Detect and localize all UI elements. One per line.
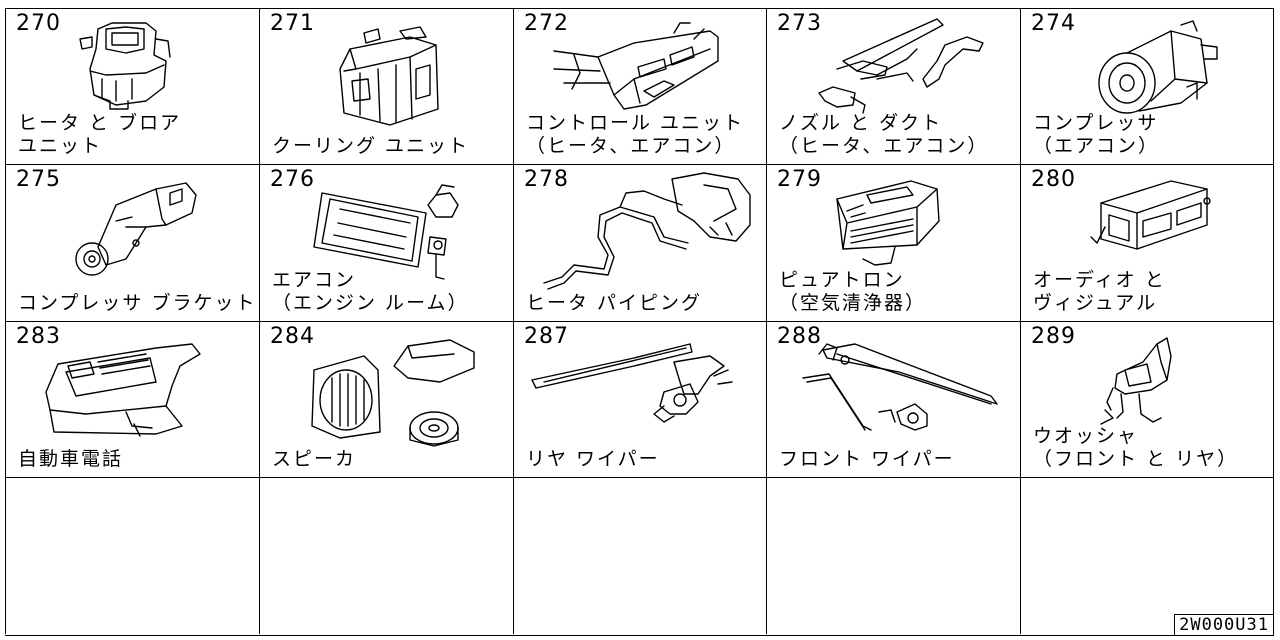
part-label: クーリング ユニット [272,135,470,157]
part-label: オーディオ と ヴィジュアル [1033,269,1166,314]
washer-illustration [1100,337,1172,425]
part-label: コンプレッサ ブラケット [18,292,257,314]
diagram-code: 2W000U31 [1174,614,1274,636]
control-unit-illustration [553,22,719,110]
compressor-bracket-illustration [75,182,197,276]
part-number: 287 [524,324,569,349]
part-cell-272[interactable]: 272 コントロール ユニット （ヒータ、エアコン） [513,8,766,164]
part-number: 280 [1031,167,1076,192]
part-number: 273 [777,11,822,36]
part-cell-284[interactable]: 284 スピーカ [259,321,513,477]
heater-piping-illustration [543,172,751,290]
part-cell-287[interactable]: 287 リヤ ワイパー [513,321,766,477]
empty-cell [1020,477,1274,634]
nozzle-duct-illustration [818,18,984,114]
ac-engine-room-illustration [313,184,459,280]
part-label: リヤ ワイパー [526,448,660,470]
rear-wiper-illustration [531,343,733,423]
part-cell-278[interactable]: 278 ヒータ パイピング [513,164,766,321]
part-label: 自動車電話 [18,448,124,470]
compressor-illustration [1098,20,1218,114]
part-cell-270[interactable]: 270 ヒータ と ブロア ユニット [5,8,259,164]
heater-blower-illustration [79,22,171,110]
part-cell-280[interactable]: 280 オーディオ と ヴィジュアル [1020,164,1274,321]
empty-cell [766,477,1020,634]
part-cell-288[interactable]: 288 フロント ワイパー [766,321,1020,477]
audio-visual-illustration [1090,180,1211,250]
part-label: フロント ワイパー [779,448,955,470]
part-number: 276 [270,167,315,192]
part-label: コンプレッサ （エアコン） [1033,112,1160,157]
part-cell-273[interactable]: 273 ノズル と ダクト （ヒータ、エアコン） [766,8,1020,164]
part-label: エアコン （エンジン ルーム） [272,269,469,314]
part-number: 288 [777,324,822,349]
part-label: ヒータ パイピング [526,292,703,314]
part-number: 278 [524,167,569,192]
cooling-unit-illustration [339,26,439,126]
part-cell-279[interactable]: 279 ピュアトロン （空気清浄器） [766,164,1020,321]
car-phone-illustration [45,343,201,437]
empty-cell [513,477,766,634]
empty-cell [5,477,259,634]
part-number: 279 [777,167,822,192]
part-cell-276[interactable]: 276 エアコン （エンジン ルーム） [259,164,513,321]
part-label: ノズル と ダクト （ヒータ、エアコン） [779,112,989,157]
part-number: 270 [16,11,61,36]
air-purifier-illustration [836,180,940,266]
speaker-illustration [311,339,475,447]
part-cell-275[interactable]: 275 コンプレッサ ブラケット [5,164,259,321]
part-cell-289[interactable]: 289 ウオッシャ （フロント と リヤ） [1020,321,1274,477]
empty-cell [259,477,513,634]
part-label: ピュアトロン （空気清浄器） [779,269,927,314]
part-number: 283 [16,324,61,349]
part-label: ウオッシャ （フロント と リヤ） [1033,425,1239,470]
part-number: 272 [524,11,569,36]
part-label: コントロール ユニット （ヒータ、エアコン） [526,112,745,157]
part-cell-271[interactable]: 271 クーリング ユニット [259,8,513,164]
part-cell-274[interactable]: 274 コンプレッサ （エアコン） [1020,8,1274,164]
part-number: 275 [16,167,61,192]
part-label: ヒータ と ブロア ユニット [18,112,182,157]
part-cell-283[interactable]: 283 自動車電話 [5,321,259,477]
parts-category-grid: 270 ヒータ と ブロア ユニット 271 クーリング ユニット 272 コントロー… [5,8,1274,636]
part-number: 274 [1031,11,1076,36]
part-number: 271 [270,11,315,36]
part-number: 284 [270,324,315,349]
front-wiper-illustration [802,343,998,431]
part-number: 289 [1031,324,1076,349]
part-label: スピーカ [272,448,357,470]
